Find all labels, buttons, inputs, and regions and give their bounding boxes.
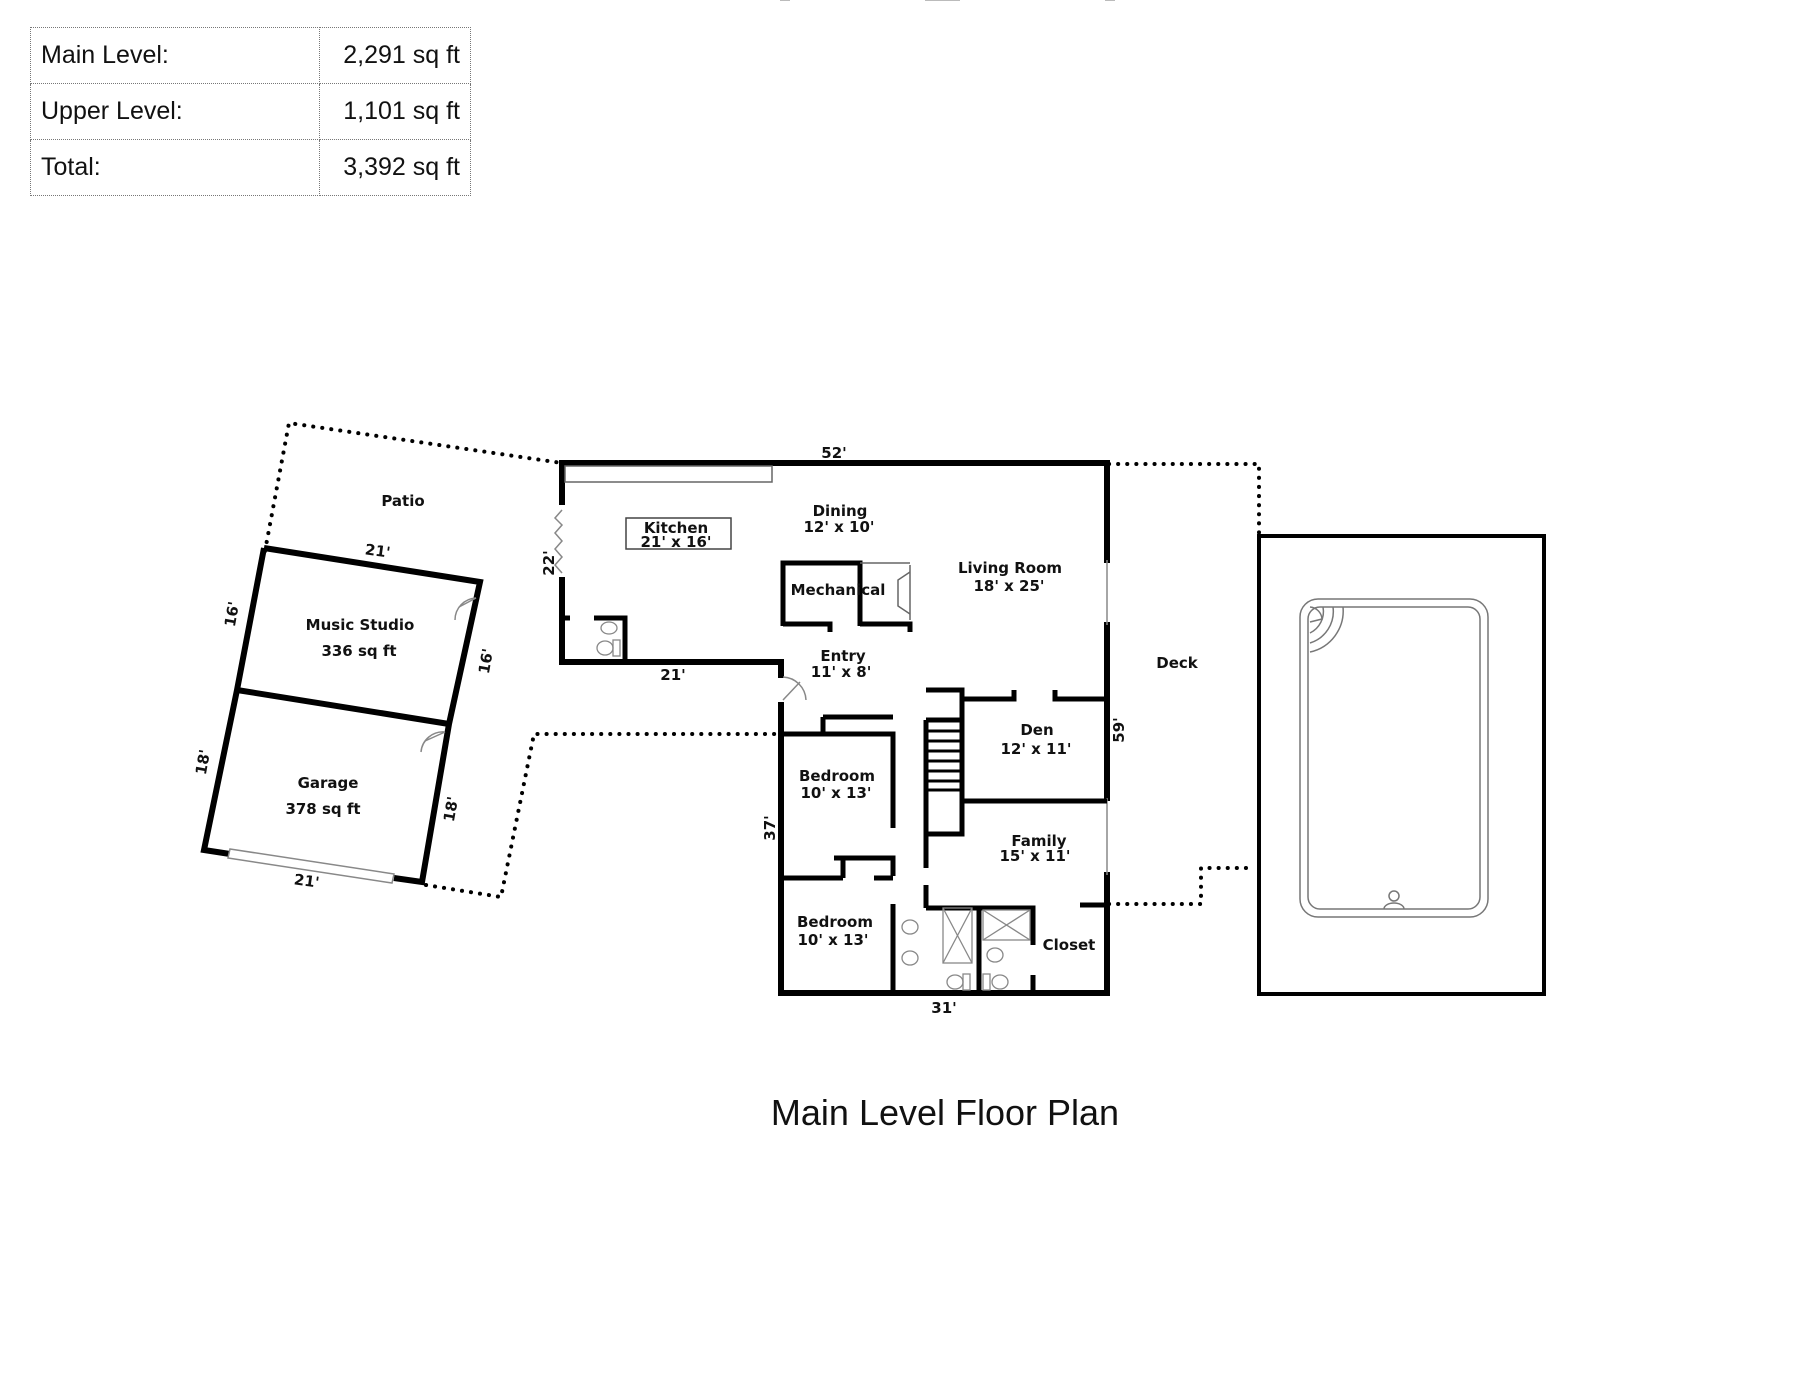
kitchen-label-box: [625, 517, 732, 550]
dimension-house-right: 59': [1110, 717, 1128, 742]
dimension-house-bottom: 31': [931, 999, 956, 1017]
room-label-den: Den: [1020, 721, 1053, 739]
dimension-house-left-upper: 22': [540, 550, 558, 575]
fireplace-icon: [897, 565, 911, 620]
room-label-entry: Entry: [820, 647, 865, 665]
room-label-music-studio: Music Studio: [306, 616, 415, 634]
room-label-patio: Patio: [381, 492, 424, 510]
dimension-garage-left: 18': [192, 748, 214, 776]
area-value: 3,392 sq ft: [319, 139, 471, 196]
room-label-living-room: Living Room: [958, 559, 1062, 577]
room-size-entry: 11' x 8': [811, 663, 872, 681]
room-label-kitchen: Kitchen: [644, 519, 708, 537]
area-value: 2,291 sq ft: [319, 27, 471, 84]
table-row: Total: 3,392 sq ft: [30, 139, 471, 196]
pool: [1299, 598, 1489, 918]
dimension-studio-left: 16': [221, 600, 243, 628]
area-label: Total:: [30, 139, 320, 196]
area-label: Upper Level:: [30, 83, 320, 140]
bifold-door-icon: [553, 509, 564, 574]
room-label-dining: Dining: [813, 502, 868, 520]
area-summary-table: Main Level: 2,291 sq ft Upper Level: 1,1…: [30, 27, 471, 196]
room-label-closet: Closet: [1043, 936, 1096, 954]
table-row: Main Level: 2,291 sq ft: [30, 27, 471, 84]
room-size-family: 15' x 11': [999, 847, 1070, 865]
staircase: [926, 729, 962, 792]
plan-title: Main Level Floor Plan: [770, 1092, 1120, 1133]
interior-walls: [562, 560, 1107, 993]
walkway-outline: [424, 732, 787, 900]
room-size-kitchen: 21' x 16': [640, 533, 711, 551]
dimension-house-left-lower: 37': [761, 815, 779, 840]
room-size-music-studio: 336 sq ft: [321, 642, 396, 660]
dimension-house-top: 52': [821, 444, 846, 462]
entry-door-swing-icon: [782, 676, 807, 701]
door-swing-icons: [420, 597, 477, 753]
room-size-bedroom: 10' x 13': [800, 784, 871, 802]
bath-fixture-icons: [596, 621, 1031, 991]
kitchen-counter: [564, 465, 773, 483]
room-size-den: 12' x 11': [1000, 740, 1071, 758]
room-size-living-room: 18' x 25': [973, 577, 1044, 595]
room-label-mechanical: Mechanical: [791, 581, 886, 599]
room-label-family: Family: [1011, 832, 1066, 850]
room-label-garage: Garage: [298, 774, 359, 792]
pool-deck: [1257, 534, 1546, 996]
room-label-bedroom: Bedroom: [797, 913, 873, 931]
patio-outline: [263, 420, 564, 553]
room-size-garage: 378 sq ft: [285, 800, 360, 818]
area-label: Main Level:: [30, 27, 320, 84]
dimension-garage-right: 18': [440, 795, 462, 823]
dimension-studio-right: 16': [475, 647, 497, 675]
room-size-bedroom: 10' x 13': [797, 931, 868, 949]
room-size-dining: 12' x 10': [803, 518, 874, 536]
dimension-garage-bottom: 21': [293, 870, 321, 891]
room-label-deck: Deck: [1156, 654, 1199, 672]
dimension-kitchen-bottom: 21': [660, 666, 685, 684]
dimension-studio-top: 21': [364, 540, 392, 561]
house-walls: [559, 460, 1110, 996]
room-label-bedroom: Bedroom: [799, 767, 875, 785]
music-studio-garage-block: [200, 545, 484, 886]
deck-outline: [1107, 462, 1261, 906]
garage-door: [227, 848, 395, 884]
